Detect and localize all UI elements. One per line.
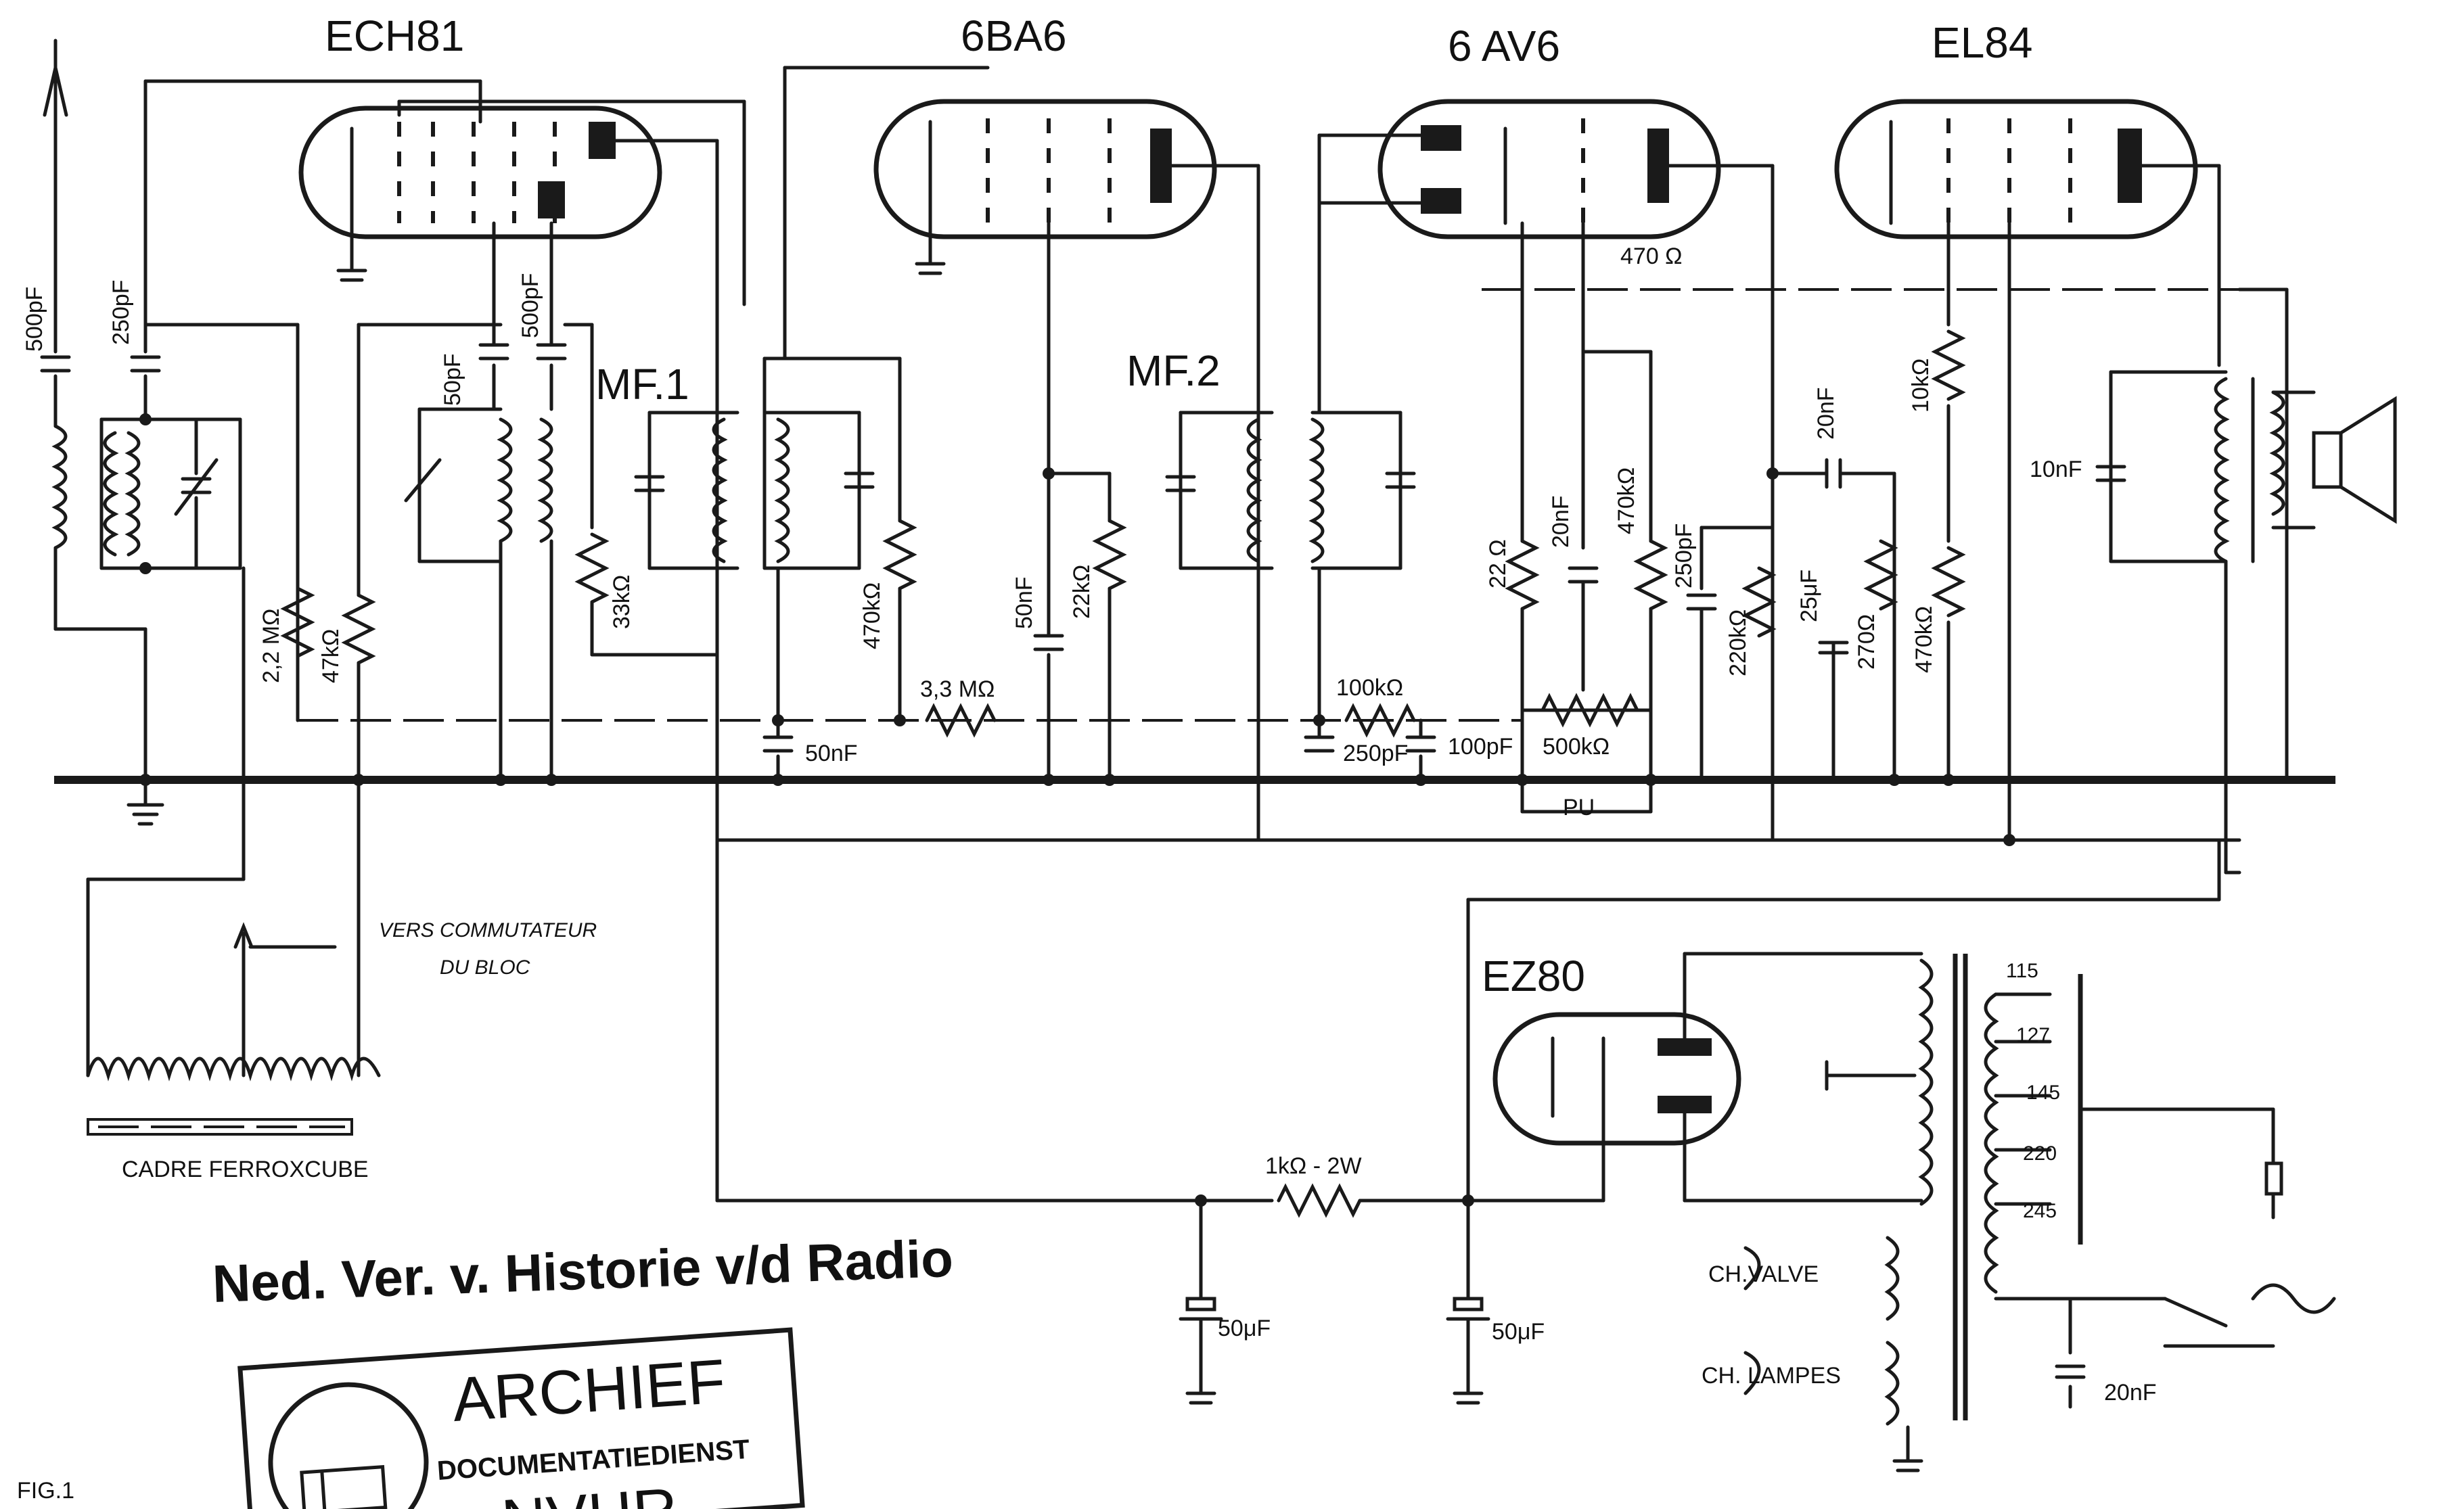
label-6av6: 6 AV6	[1448, 22, 1560, 70]
tap-145: 145	[2026, 1082, 2060, 1104]
label-r-270: 270Ω	[1854, 614, 1879, 670]
label-r-22-ohm: 22 Ω	[1485, 539, 1511, 588]
label-ch-lampes: CH. LAMPES	[1702, 1363, 1841, 1389]
label-ech81: ECH81	[325, 11, 464, 60]
tube-ech81	[298, 106, 662, 282]
stamp-nvhr: NVHR	[499, 1476, 680, 1509]
el84-wiring	[1863, 164, 2221, 842]
label-c-50nf-screen: 50nF	[1011, 577, 1037, 630]
label-c-20nf-mains: 20nF	[2104, 1380, 2157, 1406]
label-c-20nf-grid: 20nF	[1548, 496, 1574, 549]
label-c-10nf-out: 10nF	[2030, 457, 2082, 482]
label-c-50uf-2: 50μF	[1492, 1319, 1545, 1345]
label-c-250pf-plate: 250pF	[1671, 524, 1697, 588]
label-c-500pf-ant: 500pF	[22, 287, 47, 352]
6av6-wiring	[1304, 164, 1896, 842]
label-r-3m3: 3,3 MΩ	[920, 676, 995, 702]
ech81-wiring	[143, 79, 746, 842]
label-r-2m2: 2,2 MΩ	[258, 609, 284, 683]
mains-tap-labels: 115 127 145 220 245 CH.VALVE CH. LAMPES	[1702, 960, 2060, 1389]
mf2-transformer	[1165, 133, 1416, 722]
speaker-icon	[2312, 396, 2397, 524]
label-pu: PU	[1563, 795, 1595, 820]
label-du-bloc: DU BLOC	[440, 956, 530, 979]
label-6ba6: 6BA6	[961, 11, 1067, 60]
annotations: VERS COMMUTATEUR DU BLOC CADRE FERROXCUB…	[17, 919, 597, 1504]
label-cadre-ferroxcube: CADRE FERROXCUBE	[122, 1157, 369, 1182]
power-supply	[715, 838, 2221, 1405]
label-el84: EL84	[1932, 18, 2032, 67]
label-ch-valve: CH.VALVE	[1708, 1261, 1819, 1287]
tap-115: 115	[2006, 960, 2038, 982]
stamp-archief: ARCHIEF	[450, 1347, 727, 1435]
tube-6av6	[1317, 99, 1721, 239]
output-transformer	[2095, 287, 2316, 875]
label-r-33k: 33kΩ	[609, 575, 635, 629]
label-c-250pf-ant: 250pF	[108, 280, 134, 345]
archive-stamp: ARCHIEF DOCUMENTATIEDIENST NVHR	[237, 1327, 805, 1509]
label-c-500pf-osc: 500pF	[518, 273, 543, 338]
mains-transformer	[1743, 954, 2336, 1472]
label-c-50uf-1: 50μF	[1218, 1316, 1271, 1341]
label-c-25uf: 25μF	[1796, 570, 1822, 622]
component-labels: 500pF 250pF 50pF 500pF 2,2 MΩ 47kΩ 33kΩ …	[22, 243, 2157, 1406]
tube-labels: ECH81 6BA6 6 AV6 EL84 EZ80 MF.1 MF.2	[325, 11, 2032, 1000]
label-fig: FIG.1	[17, 1478, 74, 1504]
label-r-10k: 10kΩ	[1908, 358, 1934, 413]
label-r-220k: 220kΩ	[1725, 609, 1751, 676]
antenna-icon	[43, 39, 68, 164]
footer-title: Ned. Ver. v. Historie v/d Radio	[212, 1228, 955, 1314]
tap-127: 127	[2016, 1024, 2050, 1046]
label-pot-500k: 500kΩ	[1543, 734, 1610, 760]
label-c-20nf-coupling: 20nF	[1813, 388, 1839, 440]
tube-6ba6	[873, 99, 1217, 275]
ferroxcube-frame	[86, 566, 381, 1136]
label-c-100pf-det: 100pF	[1448, 734, 1513, 760]
label-r-100k: 100kΩ	[1336, 675, 1403, 701]
label-c-50nf-agc: 50nF	[805, 741, 858, 766]
antenna-circuit	[40, 79, 300, 826]
tap-245: 245	[2023, 1200, 2057, 1222]
tube-el84	[1834, 99, 2198, 239]
label-r-470k-pot: 470kΩ	[1614, 467, 1639, 534]
label-r-470k-el84: 470kΩ	[1911, 606, 1937, 673]
mf1-transformer	[634, 356, 997, 782]
label-c-250pf-det: 250pF	[1343, 741, 1408, 766]
tap-220: 220	[2023, 1142, 2057, 1165]
stamp-documentatiedienst: DOCUMENTATIEDIENST	[436, 1435, 751, 1486]
label-r-47k: 47kΩ	[318, 629, 344, 683]
label-r-22k: 22kΩ	[1069, 565, 1095, 619]
label-c-50pf-osc: 50pF	[440, 354, 465, 407]
tube-ez80	[1492, 952, 1923, 1203]
label-ez80: EZ80	[1482, 952, 1585, 1000]
label-mf2: MF.2	[1126, 346, 1220, 395]
label-mf1: MF.1	[595, 360, 689, 409]
label-r-470-ohm: 470 Ω	[1620, 243, 1683, 269]
6ba6-wiring	[783, 66, 1260, 842]
label-vers-commutateur: VERS COMMUTATEUR	[379, 919, 597, 942]
label-r-1k-2w: 1kΩ - 2W	[1265, 1153, 1362, 1179]
label-r-470k-mf1: 470kΩ	[859, 582, 885, 649]
